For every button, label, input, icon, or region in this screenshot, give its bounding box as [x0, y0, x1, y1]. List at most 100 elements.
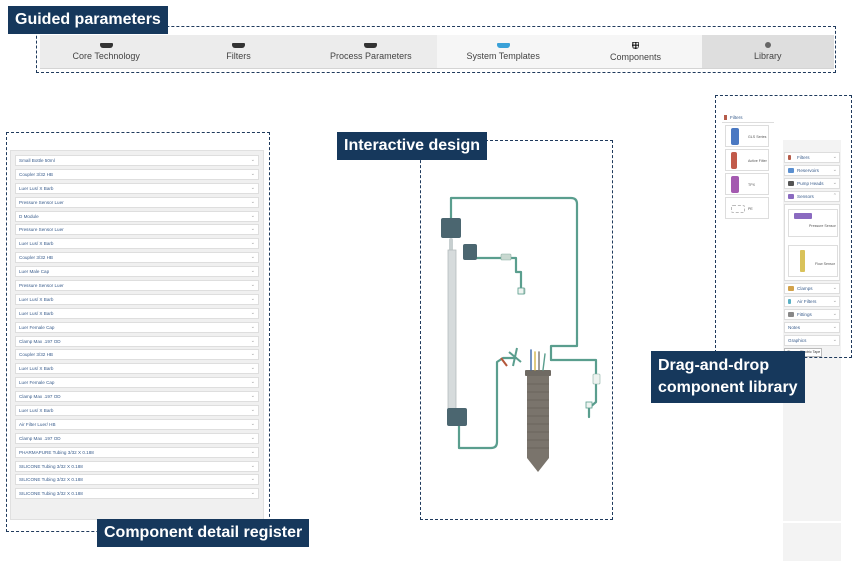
dot-icon	[764, 42, 771, 48]
library-category-clamps[interactable]: Clamps⌄	[784, 283, 840, 294]
chevron-down-icon: ⌄	[250, 309, 255, 316]
pump-icon	[788, 181, 794, 186]
tubing-right-return[interactable]	[549, 336, 579, 362]
library-category-filters[interactable]: Filters⌄	[784, 152, 840, 163]
chevron-down-icon: ⌄	[250, 323, 255, 330]
filter-icon	[724, 115, 727, 120]
register-row[interactable]: Luer Lus/ X Barb⌄	[15, 363, 259, 375]
chevron-down-icon: ⌄	[832, 298, 837, 304]
library-card[interactable]: Pressure Sensor	[788, 209, 838, 237]
register-row[interactable]: Luer Female Cap⌄	[15, 377, 259, 389]
register-row[interactable]: Luer Male Cap⌄	[15, 266, 259, 278]
register-row[interactable]: Pressure Sensor Luer⌄	[15, 196, 259, 208]
register-row-label: Luer Female Cap	[19, 380, 55, 386]
library-card[interactable]: TPX	[725, 173, 769, 195]
chevron-down-icon: ⌄	[250, 434, 255, 441]
connector[interactable]	[500, 253, 512, 261]
pressure-sensor[interactable]	[508, 347, 522, 367]
library-card[interactable]: GLS Series	[725, 125, 769, 147]
bottle-tip[interactable]	[527, 458, 549, 472]
flow-sensor-icon	[800, 250, 805, 272]
cassette-icon	[231, 42, 245, 48]
library-filters-header[interactable]: Filters	[722, 112, 774, 123]
register-row-label: Luer Lus/ X Barb	[19, 241, 54, 247]
library-panel-footer	[783, 523, 841, 561]
chevron-down-icon: ⌄	[250, 282, 255, 289]
design-canvas[interactable]	[421, 140, 613, 520]
sensor-cards: Pressure Sensor Flow Sensor	[784, 204, 840, 281]
library-category-fittings[interactable]: Fittings⌄	[784, 309, 840, 320]
register-row[interactable]: SILICONE Tubing 3/32 X 0.188⌄	[15, 460, 259, 472]
clamp-right[interactable]	[592, 373, 601, 385]
cassette-icon	[496, 42, 510, 48]
library-category-notes[interactable]: Notes⌄	[784, 322, 840, 333]
register-row[interactable]: Luer Lus/ X Barb⌄	[15, 238, 259, 250]
chevron-down-icon: ⌄	[250, 407, 255, 414]
chevron-up-icon: ⌃	[832, 193, 837, 199]
library-category-air-filters[interactable]: Air Filters⌄	[784, 296, 840, 307]
library-card[interactable]: PE	[725, 197, 769, 219]
register-row[interactable]: Luer Lus/ X Barb⌄	[15, 182, 259, 194]
tab-core-technology[interactable]: Core Technology	[40, 35, 172, 68]
chevron-down-icon: ⌄	[832, 285, 837, 291]
bottle-body[interactable]	[527, 376, 549, 458]
register-row[interactable]: Coupler 3/32 HB⌄	[15, 252, 259, 264]
tab-system-templates[interactable]: System Templates	[436, 35, 570, 68]
register-row[interactable]: SILICONE Tubing 3/32 X 0.188⌄	[15, 488, 259, 500]
library-category-pump-heads[interactable]: Pump Heads⌄	[784, 178, 840, 189]
tubing-pump-branch[interactable]	[474, 256, 523, 290]
tubing-right-branch[interactable]	[549, 358, 598, 419]
chevron-down-icon: ⌄	[832, 324, 837, 330]
library-category-reservoirs[interactable]: Reservoirs⌄	[784, 165, 840, 176]
reservoir-column[interactable]	[447, 249, 457, 411]
register-row[interactable]: Clamp Max .197 OD⌄	[15, 432, 259, 444]
register-row[interactable]: Pressure Sensor Luer ⌄	[15, 224, 259, 236]
pump-module-top[interactable]	[441, 218, 461, 238]
pump-module-middle[interactable]	[463, 244, 477, 260]
register-row[interactable]: Pressure Sensor Luer⌄	[15, 280, 259, 292]
register-row[interactable]: D Module⌄	[15, 210, 259, 222]
pump-module-bottom[interactable]	[447, 408, 467, 426]
clamp[interactable]	[500, 357, 508, 367]
callout-component-register: Component detail register	[97, 519, 310, 547]
register-row-label: Pressure Sensor Luer	[19, 199, 64, 205]
register-row[interactable]: Luer Lus/ X Barb⌄	[15, 307, 259, 319]
fluid-path-diagram[interactable]	[421, 140, 613, 520]
chevron-down-icon: ⌄	[832, 311, 837, 317]
chevron-down-icon: ⌄	[250, 462, 255, 469]
tab-filters[interactable]: Filters	[172, 35, 304, 68]
register-row[interactable]: Air Filter Luer/ HB⌄	[15, 418, 259, 430]
register-row[interactable]: Clamp Max .197 OD⌄	[15, 391, 259, 403]
register-row[interactable]: Clamp Max .197 OD⌄	[15, 335, 259, 347]
library-card[interactable]: Active Filter	[725, 149, 769, 171]
callout-interactive-design: Interactive design	[337, 132, 488, 160]
tab-library[interactable]: Library	[701, 35, 834, 68]
register-row-label: Luer Male Cap	[19, 269, 50, 275]
register-row[interactable]: Coupler 3/32 HB⌄	[15, 349, 259, 361]
register-row[interactable]: Luer Female Cap⌄	[15, 321, 259, 333]
bottle-cap[interactable]	[525, 370, 551, 376]
register-row[interactable]: Luer Lus/ X Barb⌄	[15, 293, 259, 305]
tab-process-parameters[interactable]: Process Parameters	[305, 35, 437, 68]
register-row[interactable]: Coupler 3/32 HB⌄	[15, 168, 259, 180]
library-card[interactable]: Flow Sensor	[788, 245, 838, 277]
register-row-label: Pressure Sensor Luer	[19, 227, 64, 233]
cassette-icon	[364, 42, 378, 48]
callout-guided-parameters: Guided parameters	[8, 6, 168, 34]
reservoir-icon	[788, 168, 794, 173]
chevron-down-icon: ⌄	[250, 365, 255, 372]
chevron-down-icon: ⌄	[250, 226, 255, 233]
register-row[interactable]: Luer Lus/ X Barb⌄	[15, 405, 259, 417]
register-row-label: Luer Lus/ X Barb	[19, 185, 54, 191]
register-row[interactable]: Small Bottle 50ml⌄	[15, 155, 259, 166]
tubing-bottom-loop[interactable]	[457, 356, 518, 450]
air-filter-icon	[788, 299, 791, 304]
register-row[interactable]: SILICONE Tubing 3/32 X 0.188⌄	[15, 474, 259, 486]
library-category-graphics[interactable]: Graphics⌄	[784, 335, 840, 346]
callout-component-library: Drag-and-drop component library	[651, 351, 805, 403]
register-row[interactable]: PHARMAPURE Tubing 3/32 X 0.188⌄	[15, 446, 259, 458]
library-category-sensors[interactable]: Sensors⌃	[784, 191, 840, 202]
top-navigation-bar: Core Technology Filters Process Paramete…	[40, 35, 834, 69]
tab-components[interactable]: Components	[569, 35, 702, 68]
tubing-top-loop[interactable]	[449, 196, 579, 340]
